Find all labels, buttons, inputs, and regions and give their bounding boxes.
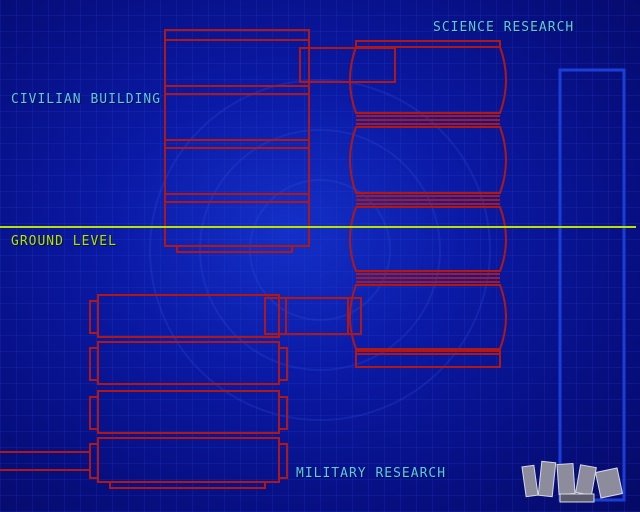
- military-research-stack: [0, 294, 362, 489]
- background-decoration: [149, 79, 491, 421]
- military-side-cap: [89, 347, 99, 381]
- civilian-module[interactable]: [164, 201, 310, 247]
- civilian-base: [176, 245, 293, 253]
- military-access-corridor: [0, 451, 90, 471]
- military-side-cap: [278, 347, 288, 381]
- military-side-cap: [89, 300, 99, 334]
- science-pod[interactable]: [349, 126, 507, 194]
- military-module[interactable]: [97, 437, 280, 483]
- science-pod[interactable]: [349, 284, 507, 350]
- civilian-science-link[interactable]: [299, 47, 396, 83]
- science-pod[interactable]: [349, 46, 507, 114]
- civilian-cap-top: [164, 29, 310, 41]
- science-research-label: SCIENCE RESEARCH: [433, 20, 575, 35]
- military-research-label: MILITARY RESEARCH: [296, 466, 447, 481]
- military-side-cap: [278, 396, 288, 430]
- military-side-cap: [278, 443, 288, 479]
- logo-mark: [521, 460, 624, 503]
- science-research-stack: [349, 40, 507, 368]
- civilian-building-label: CIVILIAN BUILDING: [11, 92, 162, 107]
- side-panel: [558, 68, 626, 502]
- civilian-connector: [164, 193, 310, 203]
- science-connector: [356, 115, 500, 125]
- civilian-module[interactable]: [164, 39, 310, 87]
- science-connector: [356, 195, 500, 205]
- military-side-cap: [89, 396, 99, 430]
- science-connector: [356, 273, 500, 283]
- ground-level-label: GROUND LEVEL: [11, 234, 117, 249]
- science-base: [355, 350, 501, 368]
- military-module[interactable]: [97, 294, 280, 338]
- military-base: [109, 481, 266, 489]
- civilian-building-stack: [164, 29, 396, 253]
- military-side-cap: [89, 443, 99, 479]
- science-pod[interactable]: [349, 206, 507, 272]
- military-module[interactable]: [97, 390, 280, 434]
- military-science-link[interactable]: [264, 297, 362, 335]
- civilian-connector: [164, 85, 310, 95]
